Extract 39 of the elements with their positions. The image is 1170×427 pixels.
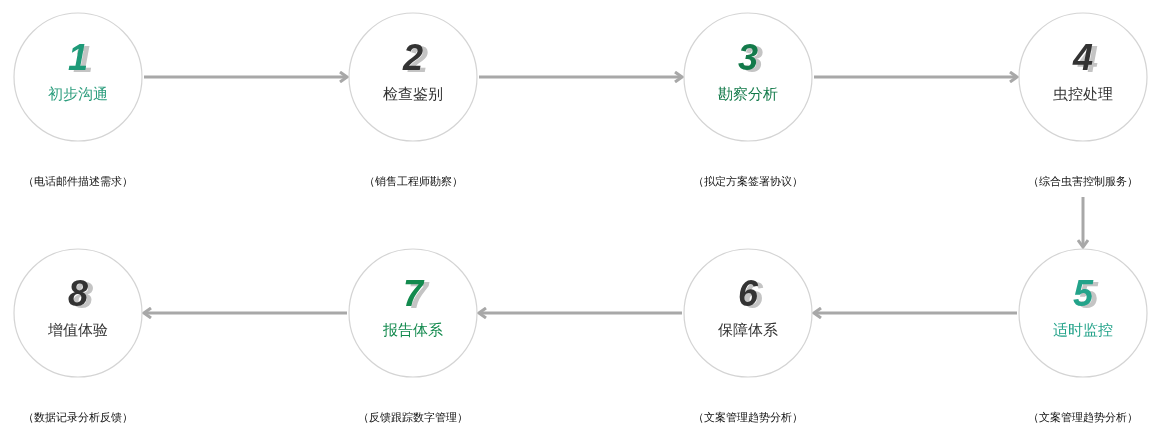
step-circle	[1018, 12, 1148, 142]
step-description: （销售工程师勘察）	[363, 175, 463, 189]
arrow	[1076, 197, 1090, 249]
step-title: 适时监控	[1053, 321, 1113, 339]
step-number: 3	[738, 37, 758, 78]
step-circle	[1018, 248, 1148, 378]
arrow	[144, 70, 349, 84]
step-description: （电话邮件描述需求）	[23, 175, 133, 189]
step-description: （数据记录分析反馈）	[23, 411, 133, 425]
step-circle	[348, 248, 478, 378]
step-number: 1	[68, 37, 88, 78]
step-number: 2	[403, 37, 423, 78]
step-title: 勘察分析	[718, 85, 778, 103]
step-title: 报告体系	[383, 321, 443, 339]
arrow	[142, 306, 347, 320]
step-number: 7	[403, 273, 423, 314]
step-title: 增值体验	[48, 321, 108, 339]
arrow	[479, 70, 684, 84]
step-description: （综合虫害控制服务）	[1028, 175, 1138, 189]
step-number: 4	[1073, 37, 1093, 78]
step-title: 保障体系	[718, 321, 778, 339]
arrow	[814, 70, 1019, 84]
step-circle	[348, 12, 478, 142]
step-circle	[683, 12, 813, 142]
step-description: （反馈跟踪数字管理）	[358, 411, 468, 425]
step-description: （文案管理趋势分析）	[693, 411, 803, 425]
step-circle	[13, 12, 143, 142]
arrow	[477, 306, 682, 320]
step-number: 6	[738, 273, 758, 314]
step-description: （拟定方案签署协议）	[693, 175, 803, 189]
step-circle	[683, 248, 813, 378]
step-title: 初步沟通	[48, 85, 108, 103]
step-title: 检查鉴别	[383, 85, 443, 103]
step-number: 5	[1073, 273, 1093, 314]
step-circle	[13, 248, 143, 378]
step-description: （文案管理趋势分析）	[1028, 411, 1138, 425]
step-title: 虫控处理	[1053, 85, 1113, 103]
arrow	[812, 306, 1017, 320]
step-number: 8	[68, 273, 88, 314]
